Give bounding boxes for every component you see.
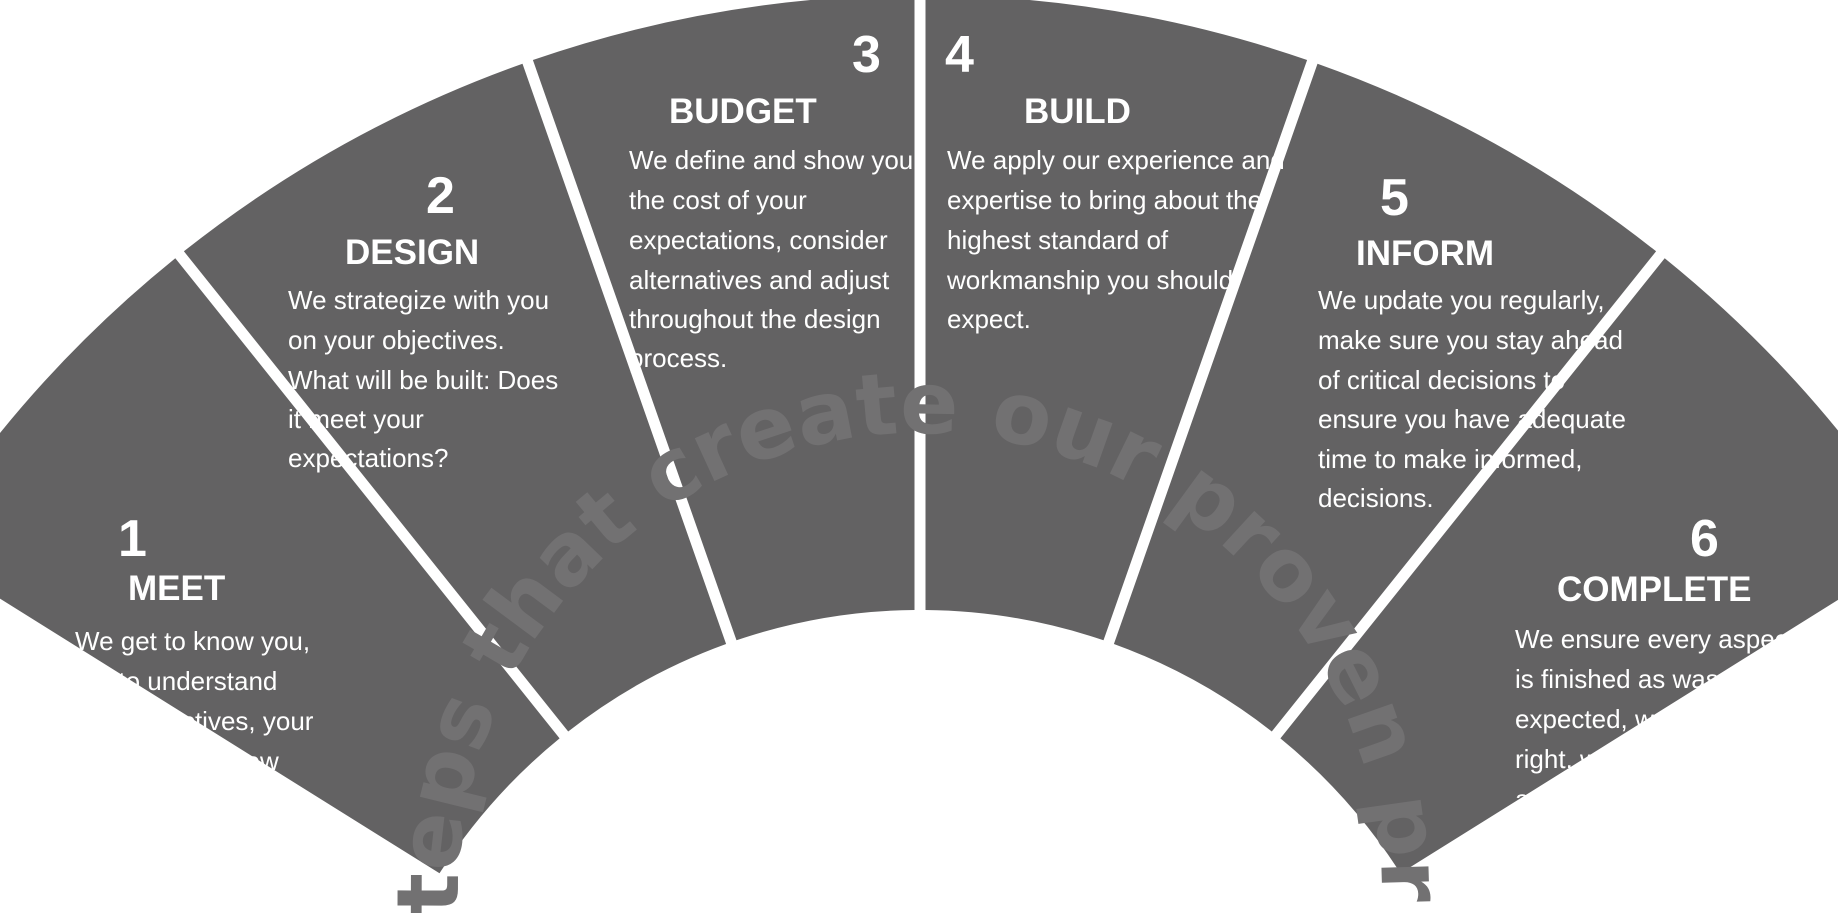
- step-5-title: INFORM: [1356, 234, 1494, 273]
- step-3: 3 BUDGET We define and show you the cost…: [629, 26, 913, 373]
- segment-1-meet: [0, 258, 560, 874]
- step-1-line-6: you.: [75, 824, 124, 854]
- step-4-line-4: workmanship you should: [946, 265, 1233, 295]
- step-5: 5 INFORM We update you regularly, make s…: [1318, 169, 1626, 513]
- segment-4-build: [925, 0, 1308, 641]
- step-6-title: COMPLETE: [1557, 570, 1751, 609]
- step-3-line-2: the cost of your: [629, 185, 807, 215]
- step-5-line-5: time to make informed,: [1318, 444, 1582, 474]
- step-2-number: 2: [426, 167, 455, 225]
- step-1-line-3: your objectives, your: [75, 706, 314, 736]
- step-2-line-5: expectations?: [288, 443, 448, 473]
- step-1-line-1: We get to know you,: [75, 626, 310, 656]
- step-6-line-6: into the space.: [1515, 822, 1684, 852]
- segment-5-inform: [1113, 63, 1657, 732]
- segments-group: [0, 0, 1838, 874]
- step-5-line-4: ensure you have adequate: [1318, 404, 1626, 434]
- segment-2-design: [183, 63, 727, 732]
- step-2-line-2: on your objectives.: [288, 325, 505, 355]
- step-6-line-3: expected, we make it: [1515, 704, 1760, 734]
- step-4-number: 4: [945, 26, 974, 84]
- step-2-title: DESIGN: [345, 233, 479, 272]
- step-2-line-1: We strategize with you: [288, 285, 549, 315]
- step-6: 6 COMPLETE We ensure every aspect is fin…: [1515, 510, 1796, 852]
- step-1-line-2: get to understand: [75, 666, 277, 696]
- step-4-line-1: We apply our experience and: [947, 145, 1285, 175]
- step-3-line-4: alternatives and adjust: [629, 265, 890, 295]
- step-4: 4 BUILD We apply our experience and expe…: [945, 26, 1285, 334]
- step-5-number: 5: [1380, 169, 1409, 227]
- step-1-title: MEET: [128, 569, 225, 608]
- step-1-line-5: we can best serve: [74, 785, 285, 815]
- step-4-line-3: highest standard of: [947, 225, 1169, 255]
- step-5-line-1: We update you regularly,: [1318, 285, 1605, 315]
- step-6-line-4: right, we remain: [1515, 744, 1700, 774]
- segment-3-budget: [532, 0, 915, 641]
- step-3-number: 3: [852, 26, 881, 84]
- step-5-line-2: make sure you stay ahead: [1318, 325, 1623, 355]
- step-5-line-3: of critical decisions to: [1318, 365, 1565, 395]
- step-6-line-1: We ensure every aspect: [1515, 624, 1796, 654]
- step-4-line-2: expertise to bring about the: [947, 185, 1262, 215]
- step-1-line-4: priorities and how: [75, 746, 279, 776]
- step-1-number: 1: [118, 510, 147, 568]
- step-6-number: 6: [1690, 510, 1719, 568]
- step-4-title: BUILD: [1024, 92, 1131, 131]
- step-5-line-6: decisions.: [1318, 483, 1434, 513]
- step-6-line-2: is finished as was: [1515, 664, 1719, 694]
- step-6-line-5: available as you grow: [1515, 784, 1765, 814]
- step-2: 2 DESIGN We strategize with you on your …: [288, 167, 558, 473]
- step-1: 1 MEET We get to know you, get to unders…: [74, 510, 314, 854]
- step-3-line-1: We define and show you: [629, 145, 913, 175]
- step-3-line-6: process.: [629, 343, 727, 373]
- step-3-line-5: throughout the design: [629, 304, 881, 334]
- step-2-line-4: it meet your: [288, 404, 424, 434]
- step-2-line-3: What will be built: Does: [288, 365, 558, 395]
- step-4-line-5: expect.: [947, 304, 1031, 334]
- step-3-title: BUDGET: [669, 92, 817, 131]
- segment-6-complete: [1280, 258, 1838, 874]
- step-3-line-3: expectations, consider: [629, 225, 888, 255]
